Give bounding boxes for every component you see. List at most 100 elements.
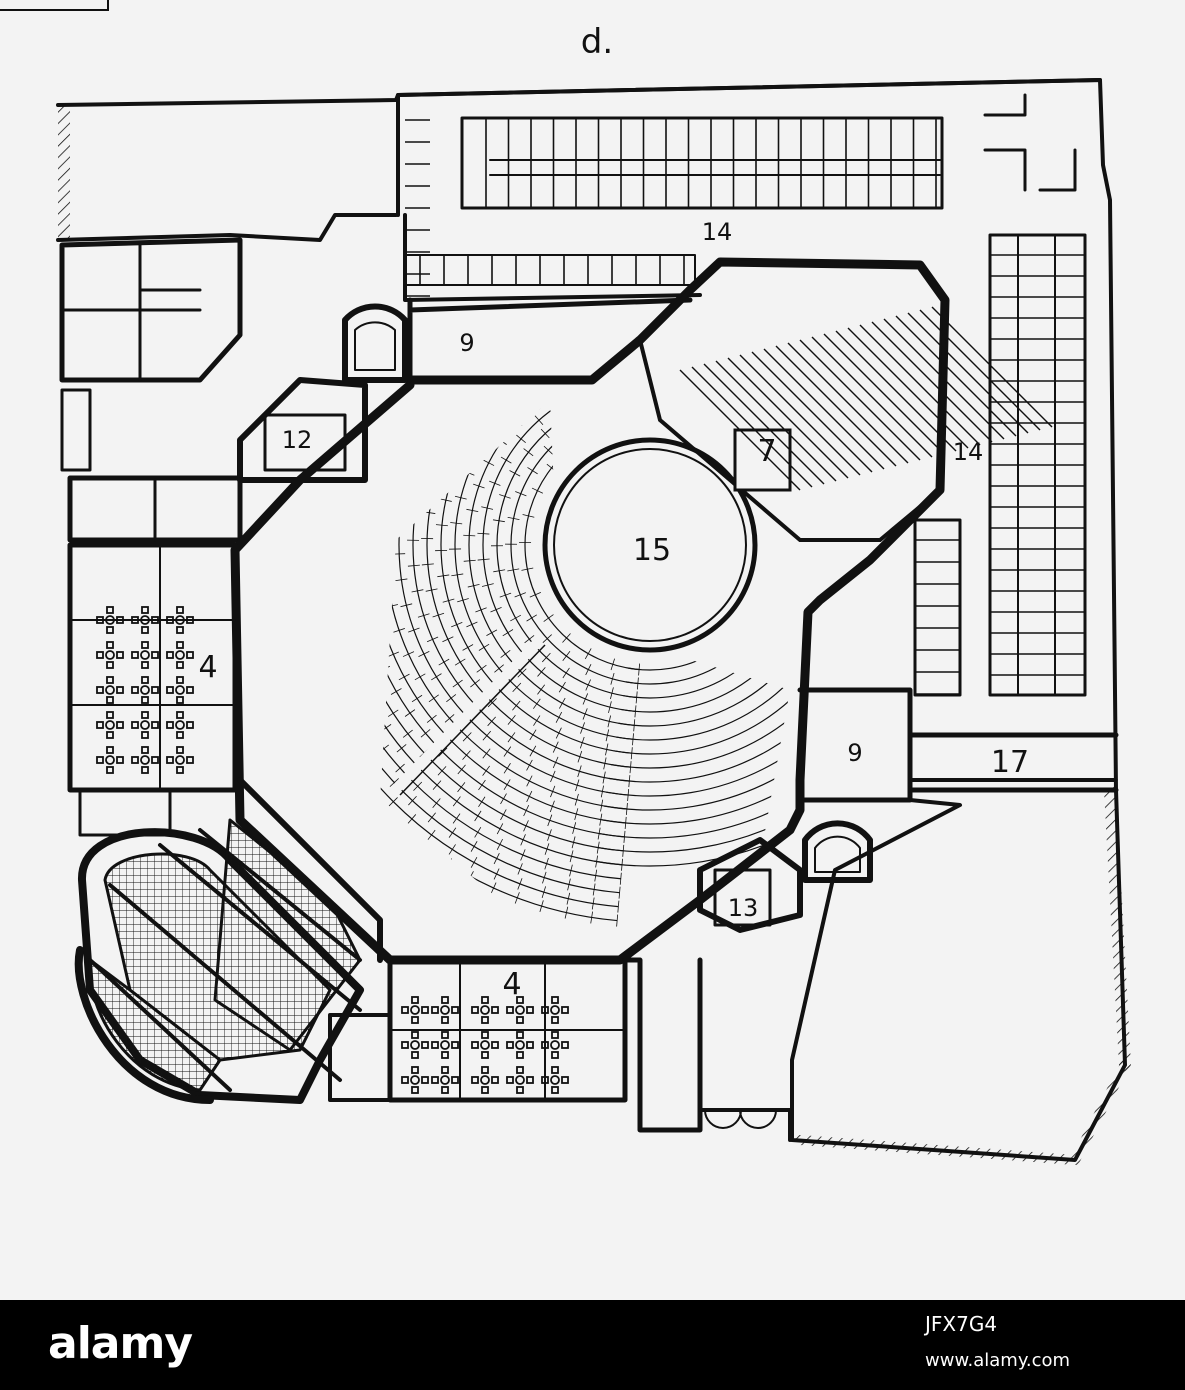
seat-divider [448, 827, 457, 838]
seat-divider [556, 400, 564, 410]
seat-divider [477, 532, 490, 535]
table-with-chairs [96, 711, 124, 739]
seat-divider [523, 448, 534, 457]
seat-divider [463, 534, 476, 537]
seat-divider [428, 366, 437, 374]
seat-divider [566, 892, 571, 905]
seat-divider [346, 470, 358, 473]
seat-divider [470, 426, 481, 434]
seat-divider [400, 603, 413, 608]
seat-divider [610, 672, 615, 685]
seat-divider [361, 619, 373, 622]
seat-divider [417, 613, 430, 618]
seat-divider [616, 914, 619, 927]
seat-divider [413, 387, 423, 394]
table-with-chairs [401, 996, 429, 1024]
seat-divider [282, 576, 294, 577]
seat-row-arc [613, 616, 790, 755]
seat-divider [478, 643, 490, 651]
seat-divider [322, 635, 334, 638]
seat-divider [451, 621, 463, 628]
seat-divider [442, 636, 454, 643]
seat-divider [365, 557, 377, 558]
seat-divider [330, 658, 341, 662]
seat-divider [407, 564, 420, 567]
seat-divider [563, 427, 572, 439]
seat-divider [452, 813, 461, 824]
seat-row-arc [603, 635, 790, 811]
seat-divider [562, 633, 571, 643]
seat-divider [562, 667, 570, 679]
seat-divider [445, 347, 454, 355]
seat-divider [603, 757, 607, 770]
seat-divider [584, 648, 592, 660]
seat-divider [544, 843, 550, 855]
seat-divider [504, 387, 512, 396]
seat-divider [274, 615, 286, 617]
seat-divider [526, 775, 533, 787]
seat-row-arc [616, 611, 790, 741]
seat-row-arc [380, 400, 626, 824]
seat-divider [484, 313, 491, 323]
seat-divider [451, 573, 464, 577]
seat-divider [367, 331, 377, 338]
table-with-chairs [471, 996, 499, 1024]
seat-divider [478, 400, 489, 402]
scale-bar-fragment [0, 0, 109, 11]
seat-divider [296, 687, 307, 692]
seat-divider [483, 459, 495, 466]
seat-divider [418, 651, 430, 657]
seat-divider [569, 243, 572, 255]
seat-divider [562, 318, 566, 329]
seat-divider [540, 428, 550, 439]
seat-divider [605, 743, 609, 756]
room-label-17: 17 [990, 745, 1030, 780]
seat-divider [474, 826, 482, 838]
seat-divider [541, 886, 547, 898]
seat-divider [462, 732, 472, 742]
seat-divider [558, 681, 566, 693]
seat-divider [561, 412, 569, 424]
seat-divider [542, 871, 547, 884]
stage-row [907, 312, 1029, 434]
seat-divider [367, 703, 377, 709]
seat-divider [327, 398, 338, 403]
seat-divider [463, 559, 476, 562]
stage-row [859, 324, 981, 446]
seat-divider [427, 812, 436, 823]
room-label-7: 7 [757, 434, 777, 469]
seat-divider [533, 715, 541, 726]
seat-divider [493, 852, 500, 865]
seat-divider [438, 658, 450, 666]
seat-divider [402, 474, 415, 479]
seat-divider [338, 521, 350, 522]
seat-row-arc [594, 654, 790, 867]
seat-row-arc [611, 621, 790, 769]
seat-row-arc [454, 400, 634, 740]
stage-row [751, 351, 873, 473]
seat-divider [574, 808, 579, 820]
seat-divider [489, 423, 500, 432]
seat-divider [380, 759, 383, 768]
room-label-4-bottom: 4 [502, 967, 522, 1002]
seat-divider [439, 334, 447, 342]
seat-divider [583, 400, 590, 412]
seat-divider [493, 868, 500, 880]
seat-divider [523, 804, 530, 817]
stage-row [919, 309, 1041, 431]
seat-divider [435, 524, 448, 527]
seat-divider [325, 508, 337, 509]
seat-divider [387, 477, 400, 482]
seat-row-arc [468, 400, 635, 726]
seat-divider [546, 357, 552, 368]
seat-divider [336, 634, 348, 637]
seat-divider [594, 869, 598, 882]
seat-row-arc [510, 410, 638, 685]
seat-divider [447, 473, 459, 479]
seat-divider [296, 575, 308, 576]
seat-divider [482, 216, 487, 227]
seat-divider [533, 210, 537, 221]
seat-divider [366, 794, 375, 802]
seat-divider [430, 438, 443, 445]
seat-divider [398, 673, 410, 681]
